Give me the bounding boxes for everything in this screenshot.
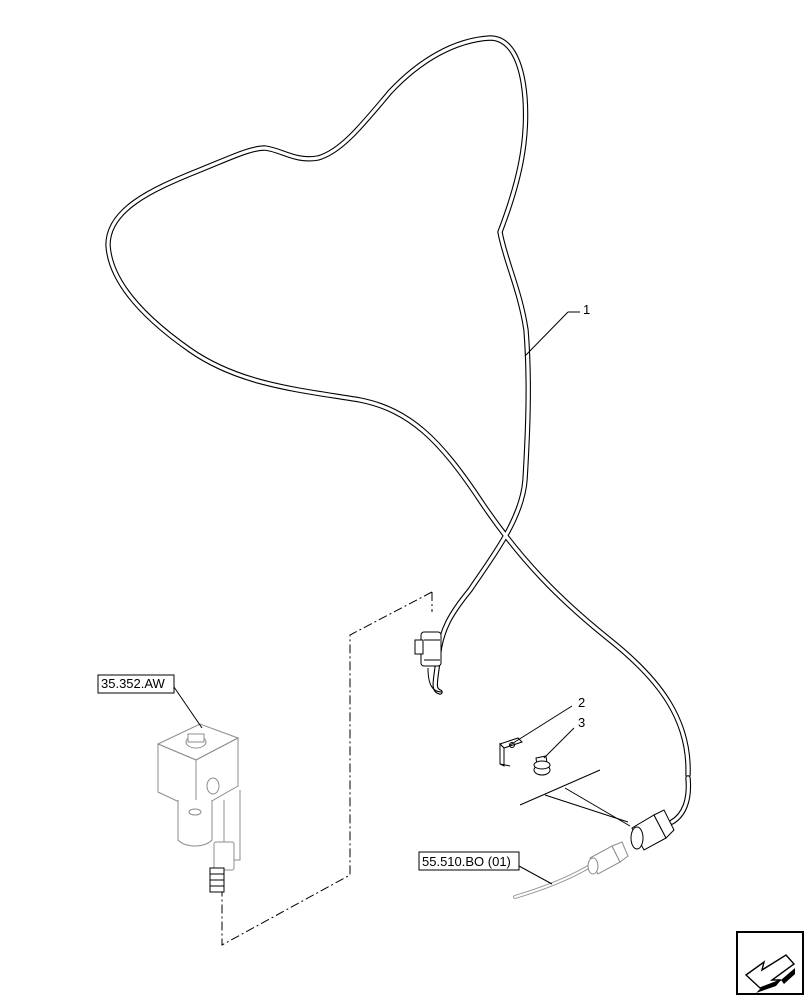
callout-label-3: 3	[578, 715, 585, 730]
harness-connector-lower	[630, 809, 675, 851]
callout-2: 2	[509, 695, 585, 746]
assembly-lines	[519, 769, 631, 827]
callout-label-1: 1	[583, 302, 590, 317]
previous-page-arrow-icon[interactable]	[736, 931, 804, 995]
callout-3: 3	[543, 715, 585, 759]
dash-dot-guide-line	[221, 591, 433, 946]
reference-label-bottom[interactable]: 55.510.BO (01)	[422, 854, 511, 869]
reference-55-510-bo[interactable]: 55.510.BO (01)	[418, 851, 553, 885]
screw-part	[533, 755, 551, 776]
extension-cable	[513, 841, 629, 899]
callout-1: 1	[524, 302, 590, 357]
solenoid-valve-assembly	[156, 723, 241, 893]
harness-connector-upper	[414, 631, 443, 693]
callout-label-2: 2	[578, 695, 585, 710]
reference-label-left[interactable]: 35.352.AW	[101, 676, 166, 691]
reference-35-352-aw[interactable]: 35.352.AW	[97, 674, 203, 729]
wire-harness	[105, 35, 692, 825]
bracket-part	[499, 737, 523, 767]
